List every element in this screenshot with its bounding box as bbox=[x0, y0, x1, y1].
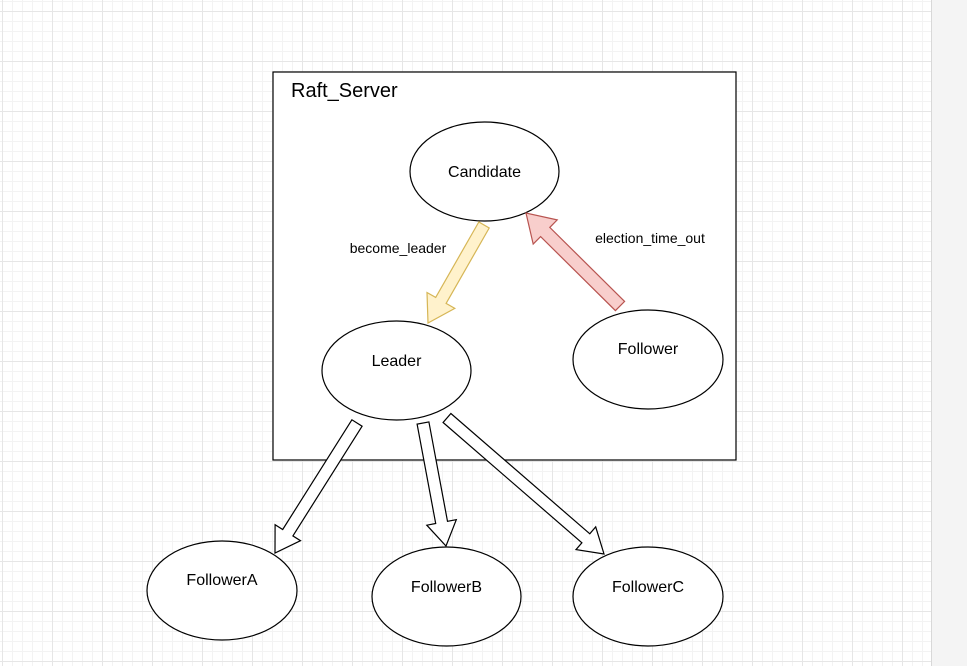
diagram-svg: Raft_Server Candidate Leader Follower Fo… bbox=[146, 71, 737, 647]
leader-to-follower-a-arrow[interactable] bbox=[274, 418, 363, 554]
follower-b-node[interactable] bbox=[371, 546, 522, 647]
follower-c-label: FollowerC bbox=[612, 579, 684, 596]
become-leader-label: become_leader bbox=[350, 240, 447, 256]
leader-to-follower-c-arrow[interactable] bbox=[442, 412, 605, 555]
election-time-out-label: election_time_out bbox=[595, 230, 705, 246]
follower-node[interactable] bbox=[572, 309, 724, 410]
follower-b-label: FollowerB bbox=[411, 579, 482, 596]
raft-server-title: Raft_Server bbox=[291, 80, 398, 102]
follower-label: Follower bbox=[618, 341, 679, 358]
follower-c-node[interactable] bbox=[572, 546, 724, 647]
follower-a-label: FollowerA bbox=[186, 572, 257, 589]
candidate-label: Candidate bbox=[448, 164, 521, 181]
candidate-node[interactable] bbox=[409, 121, 560, 222]
format-panel-edge bbox=[931, 0, 967, 666]
leader-label: Leader bbox=[372, 353, 422, 370]
become-leader-arrow[interactable] bbox=[426, 221, 491, 324]
leader-node[interactable] bbox=[321, 320, 472, 421]
follower-a-node[interactable] bbox=[146, 540, 298, 641]
election-time-out-arrow[interactable] bbox=[525, 212, 626, 312]
leader-to-follower-b-arrow[interactable] bbox=[416, 421, 458, 548]
